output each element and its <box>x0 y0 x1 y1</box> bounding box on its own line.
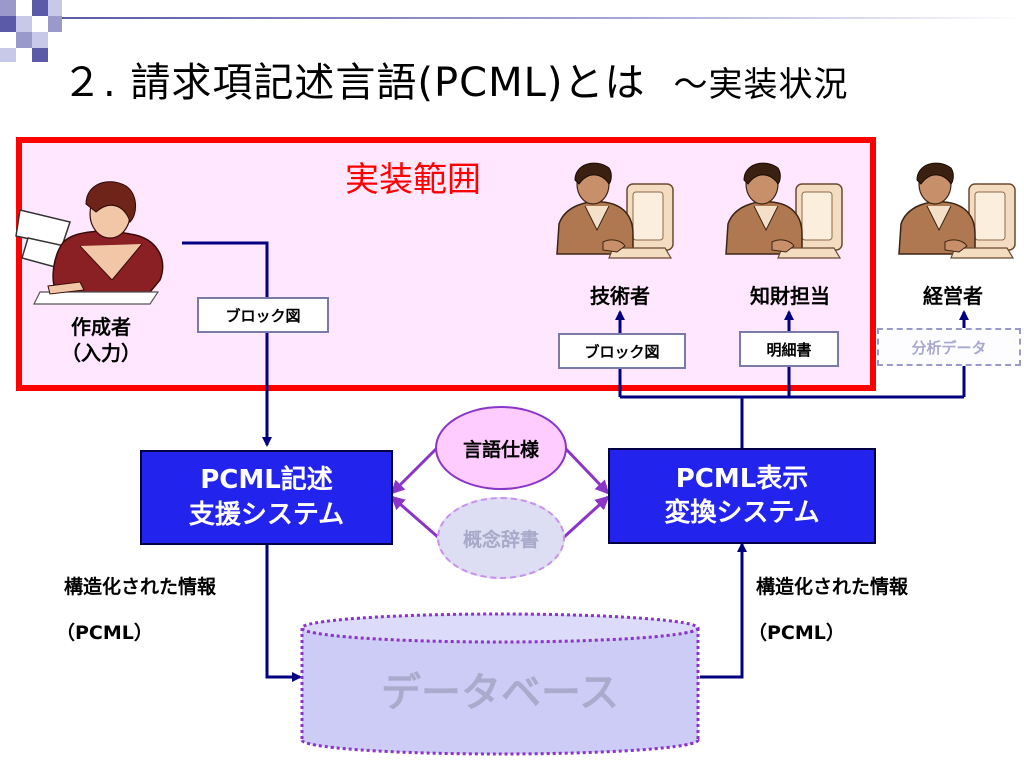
viewer-line1: PCML表示 <box>675 463 809 494</box>
title-suffix: ～実装状況 <box>673 65 849 105</box>
engineer-block-diagram-box: ブロック図 <box>558 333 686 369</box>
manager-person-icon <box>898 162 1016 259</box>
database-cylinder <box>300 612 700 756</box>
left-flow-label-line1: 構造化された情報 <box>64 576 217 598</box>
dict-to-editor-arrow <box>390 495 440 540</box>
ip-specification-box: 明細書 <box>739 331 839 367</box>
database-to-viewer-arrow <box>700 542 747 679</box>
author-person-icon <box>15 181 164 305</box>
database-label: データベース <box>381 670 619 716</box>
engineer-person-icon <box>556 162 674 259</box>
author-label-line2: （入力） <box>61 341 141 365</box>
author-block-diagram-box: ブロック図 <box>197 297 329 333</box>
pcml-viewer-system-box: PCML表示 変換システム <box>608 448 876 544</box>
manager-label: 経営者 <box>923 284 983 308</box>
engineer-label: 技術者 <box>590 284 650 308</box>
spec-to-viewer-arrow <box>563 446 610 495</box>
spec-to-editor-arrow <box>390 446 439 495</box>
title-main: ２. 請求項記述言語(PCML)とは <box>62 60 646 106</box>
page-title: ２. 請求項記述言語(PCML)とは ～実装状況 <box>62 50 849 108</box>
editor-to-database-arrow <box>265 545 302 682</box>
implementation-scope-label: 実装範囲 <box>345 160 481 200</box>
left-flow-label-line2: （PCML） <box>56 622 153 644</box>
right-flow-label-line1: 構造化された情報 <box>756 576 909 598</box>
title-rule <box>62 17 1024 19</box>
manager-analysis-data-box: 分析データ <box>877 328 1021 366</box>
author-label: 作成者 （入力） <box>55 314 147 366</box>
author-label-line1: 作成者 <box>71 315 131 339</box>
editor-line1: PCML記述 <box>200 465 333 496</box>
concept-dictionary-ellipse: 概念辞書 <box>437 497 565 579</box>
author-to-editor-arrow <box>182 241 272 447</box>
ip-staff-label: 知財担当 <box>750 284 830 308</box>
right-flow-label-line2: （PCML） <box>748 622 845 644</box>
editor-line2: 支援システム <box>188 499 345 530</box>
ip-staff-person-icon <box>725 162 843 259</box>
language-spec-ellipse: 言語仕様 <box>435 406 567 490</box>
dict-to-viewer-arrow <box>561 495 610 540</box>
pcml-editor-system-box: PCML記述 支援システム <box>140 450 393 545</box>
viewer-line2: 変換システム <box>664 498 820 528</box>
